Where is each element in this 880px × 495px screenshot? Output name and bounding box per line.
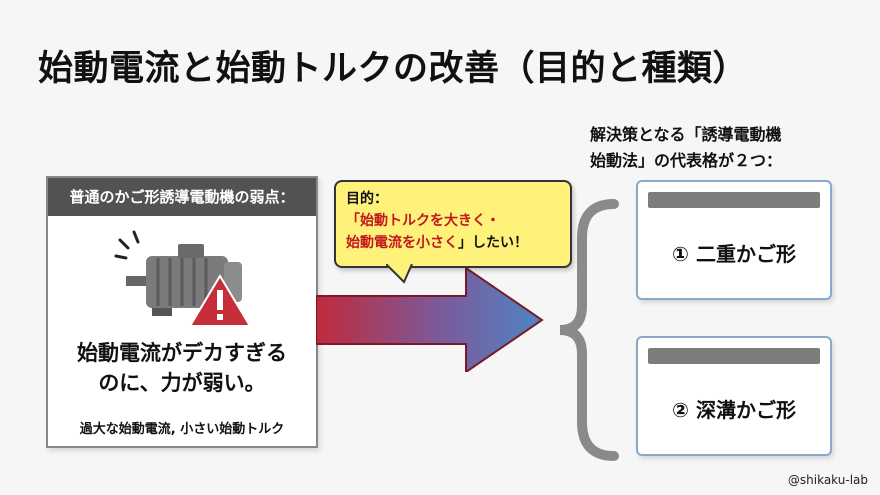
solution-card-2: ② 深溝かご形 (636, 336, 832, 456)
motor-icon (114, 230, 252, 327)
weakness-main-line-2: のに、力が弱い。 (98, 371, 266, 395)
solution-card-1-bar (648, 192, 820, 208)
goal-line-2-red: 始動電流を小さく (346, 235, 458, 251)
bubble-tail (386, 264, 413, 284)
curly-brace-icon (559, 199, 619, 461)
solution-card-2-bar (648, 348, 820, 364)
goal-bubble: 目的： 「始動トルクを大きく・ 始動電流を小さく」したい！ (334, 180, 572, 268)
watermark: @shikaku-lab (787, 473, 868, 487)
solution-card-1-label: ① 二重かご形 (672, 242, 796, 266)
weakness-sub-text: 過大な始動電流, 小さい始動トルク (79, 422, 285, 437)
warning-icon (188, 274, 252, 327)
weakness-card-header: 普通のかご形誘導電動機の弱点： (48, 178, 316, 216)
page-title: 始動電流と始動トルクの改善（目的と種類） (38, 49, 749, 89)
solutions-header: 解決策となる「誘導電動機 始動法」の代表格が２つ： (590, 122, 860, 174)
goal-line-2-rest: 」したい！ (458, 235, 528, 251)
weakness-main-line-1: 始動電流がデカすぎる (77, 341, 287, 365)
weakness-main-text: 始動電流がデカすぎる のに、力が弱い。 (48, 338, 316, 398)
alert-lines-icon (114, 230, 140, 260)
goal-label: 目的： (346, 191, 388, 207)
weakness-card: 普通のかご形誘導電動機の弱点： (46, 176, 318, 448)
solutions-header-line-1: 解決策となる「誘導電動機 (590, 125, 782, 144)
solution-card-1: ① 二重かご形 (636, 180, 832, 300)
gradient-arrow (316, 268, 544, 372)
goal-line-1: 「始動トルクを大きく・ (346, 213, 500, 229)
solutions-header-line-2: 始動法」の代表格が２つ： (590, 151, 783, 170)
solution-card-2-label: ② 深溝かご形 (672, 398, 796, 422)
